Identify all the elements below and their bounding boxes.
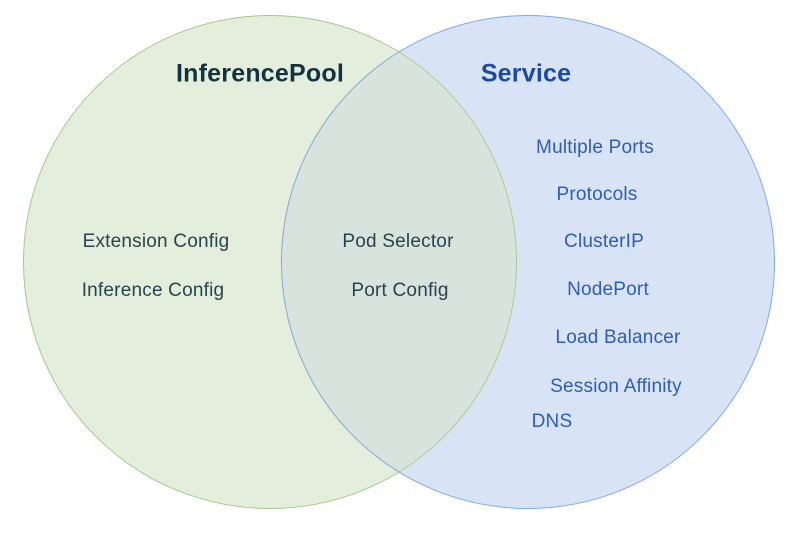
- service-circle: [281, 15, 775, 509]
- venn-item-pod-selector: Pod Selector: [342, 231, 454, 252]
- venn-item-multiple-ports: Multiple Ports: [536, 137, 654, 158]
- venn-item-session-affinity: Session Affinity: [550, 376, 682, 397]
- venn-item-protocols: Protocols: [556, 184, 638, 205]
- venn-item-load-balancer: Load Balancer: [555, 327, 681, 348]
- venn-item-clusterip: ClusterIP: [564, 231, 644, 252]
- inferencepool-title: InferencePool: [176, 59, 344, 88]
- venn-item-extension-config: Extension Config: [82, 231, 230, 252]
- venn-item-dns: DNS: [531, 411, 573, 432]
- venn-item-nodeport: NodePort: [567, 279, 649, 300]
- service-title: Service: [480, 59, 572, 88]
- venn-item-inference-config: Inference Config: [81, 280, 225, 301]
- venn-item-port-config: Port Config: [351, 280, 449, 301]
